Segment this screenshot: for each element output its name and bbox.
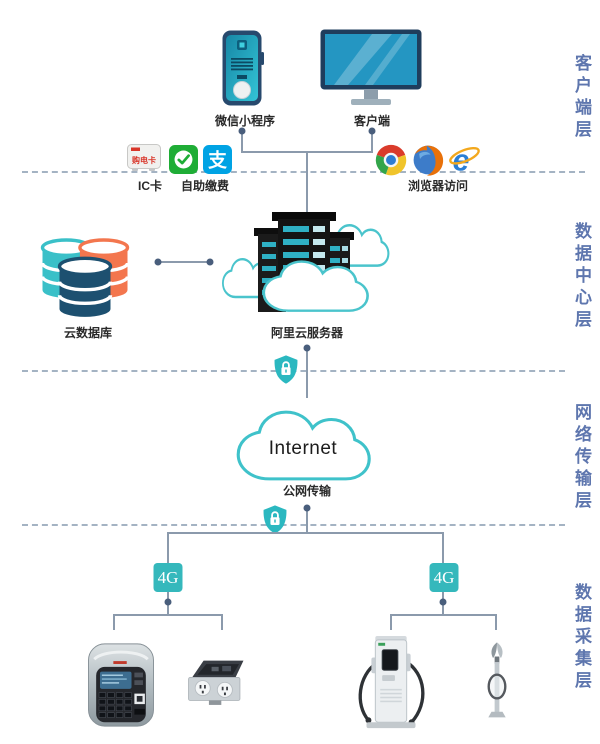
connector-client-drop [371,131,373,152]
cloud-database-label: 云数据库 [63,326,113,340]
connector-dot-server [206,258,214,266]
svg-text:支: 支 [208,149,227,170]
separator-network-layer [22,524,565,526]
fourg-box-right: 4G [429,563,459,592]
connector-dot-db [154,258,162,266]
branch-4g-horizontal [167,532,444,534]
cloud-database-icon [40,238,130,317]
layer-label-data-center: 数据中心层 [572,222,591,332]
charging-post-icon [487,642,507,718]
connector-dot-phone [238,127,246,135]
ie-icon: e [449,144,480,176]
alipay-icon: 支 [203,145,232,174]
layer-label-client: 客户端层 [572,54,591,142]
aliyun-server-label: 阿里云服务器 [270,326,344,340]
connector-db-server [158,261,210,263]
shield-lock-icon-bottom [263,505,287,534]
connector-phone-drop [241,131,243,152]
shield-lock-icon-top [274,355,298,384]
connector-dot-client [368,127,376,135]
connector-dot-left-4g [164,598,172,606]
smartphone-icon [222,30,264,106]
layer-label-data-collection: 数据采集层 [572,583,591,693]
connector-center-top [306,151,308,213]
connector-dot-under-server [303,344,311,352]
monitor-icon [320,29,422,105]
ic-card-label: IC卡 [137,179,163,193]
browser-access-label: 浏览器访问 [407,179,469,193]
svg-text:购电卡: 购电卡 [132,155,156,165]
socket-box-icon [188,660,244,705]
wechat-miniprogram-label: 微信小程序 [214,114,276,128]
internet-cloud-icon [236,410,371,481]
right-bracket-drop-a [390,614,392,630]
charging-pile-icon [358,635,425,729]
right-bracket-horizontal [390,614,497,616]
right-bracket-drop-b [495,614,497,630]
connector-dot-under-internet [303,504,311,512]
ic-card-icon: 购电卡 [127,144,161,171]
separator-client-layer [22,171,585,173]
connector-server-internet [306,348,308,398]
card-reader-terminal-icon [88,643,154,727]
internet-label: Internet [268,438,338,459]
layer-label-network-transport: 网络传输层 [572,403,591,513]
client-terminal-label: 客户端 [353,114,391,128]
branch-4g-left-drop [167,532,169,563]
connector-dot-right-4g [439,598,447,606]
aliyun-server-icon [221,212,390,312]
left-bracket-drop-b [221,614,223,630]
connector-internet-branch [306,507,308,534]
branch-4g-right-drop [442,532,444,563]
firefox-icon [413,145,444,176]
left-bracket-drop-a [113,614,115,630]
wechat-pay-icon [169,145,198,174]
chrome-icon [375,144,407,176]
fourg-box-left: 4G [153,563,183,592]
self-payment-label: 自助缴费 [180,179,230,193]
left-bracket-horizontal [113,614,223,616]
public-network-label: 公网传输 [282,484,332,498]
